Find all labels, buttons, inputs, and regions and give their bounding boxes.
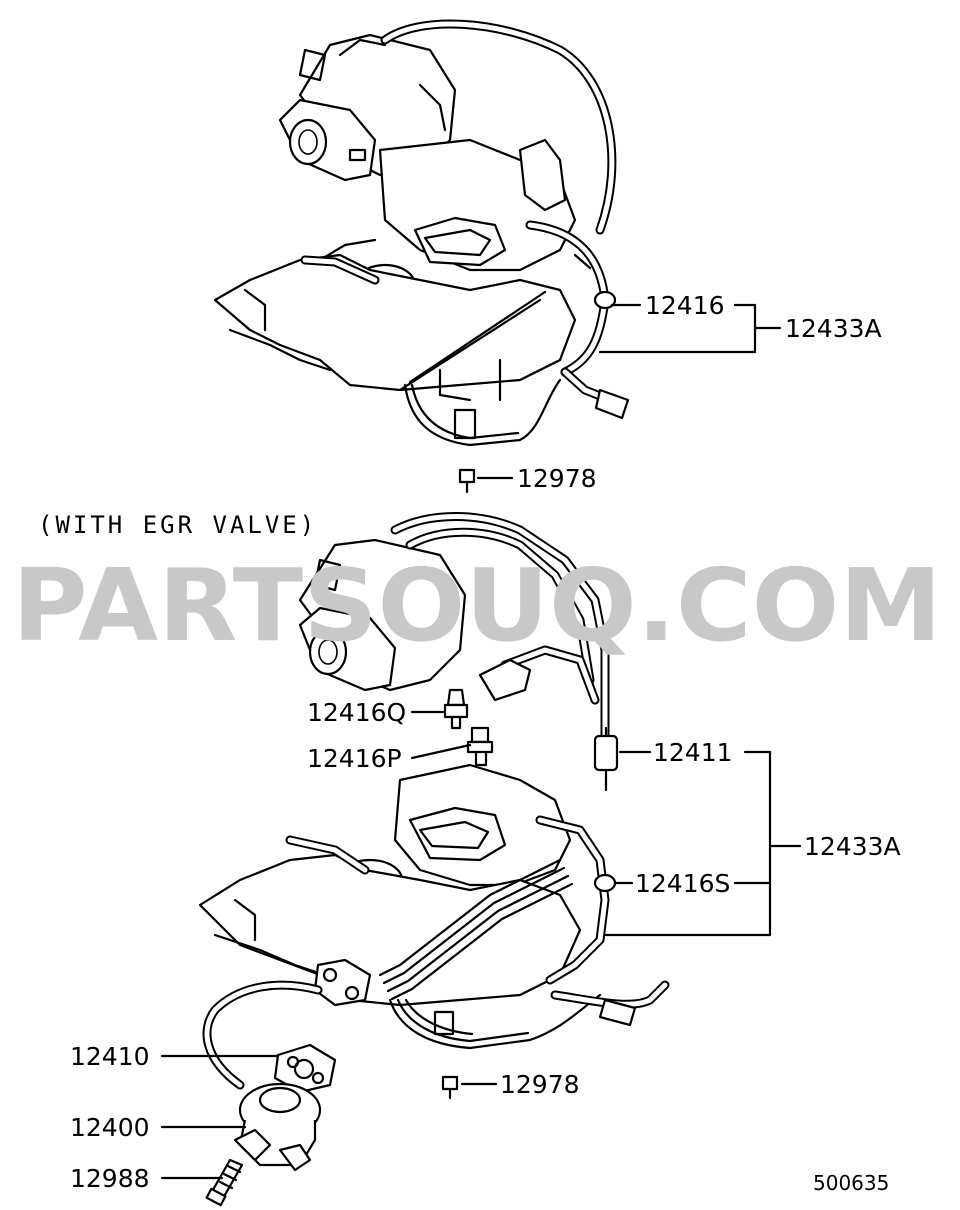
bottom-sensor-12416P — [466, 726, 494, 767]
watermark: PARTSOUQ.COM — [12, 547, 942, 664]
callout-bottom-12411: 12411 — [653, 738, 733, 767]
top-leader-lines — [476, 303, 782, 480]
callout-bottom-12988: 12988 — [70, 1164, 150, 1193]
callout-bottom-12416S: 12416S — [635, 869, 730, 898]
callout-top-12978: 12978 — [517, 464, 597, 493]
bottom-distributor — [298, 538, 467, 692]
bottom-egr-valve-12400 — [233, 1082, 322, 1172]
bottom-vacuum-harness — [202, 815, 670, 1090]
callout-top-12433A: 12433A — [785, 314, 882, 343]
bottom-gasket-12410 — [273, 1043, 337, 1094]
bottom-leader-lines — [160, 710, 802, 1180]
bottom-sensor-12416Q — [443, 688, 469, 730]
callout-bottom-12410: 12410 — [70, 1042, 150, 1071]
bottom-intake-manifold — [198, 763, 582, 1036]
callout-bottom-12978: 12978 — [500, 1070, 580, 1099]
top-engine-assembly — [213, 19, 630, 494]
caption-with-egr-valve: (WITH EGR VALVE) — [38, 511, 317, 539]
top-bolt-12978 — [458, 468, 476, 494]
top-distributor — [278, 33, 457, 182]
callout-bottom-12400: 12400 — [70, 1113, 150, 1142]
callout-top-12416: 12416 — [645, 291, 725, 320]
callout-bottom-12433A: 12433A — [804, 832, 901, 861]
top-intake-manifold — [213, 138, 577, 440]
bottom-engine-assembly — [198, 512, 670, 1207]
bottom-bolt-12988 — [205, 1158, 244, 1207]
bottom-bolt-12978 — [441, 1075, 459, 1100]
bottom-filter-12411 — [593, 726, 619, 792]
diagram-code: 500635 — [813, 1171, 889, 1195]
top-vacuum-harness — [403, 220, 630, 447]
callout-bottom-12416Q: 12416Q — [307, 698, 406, 727]
callout-bottom-12416P: 12416P — [307, 744, 402, 773]
